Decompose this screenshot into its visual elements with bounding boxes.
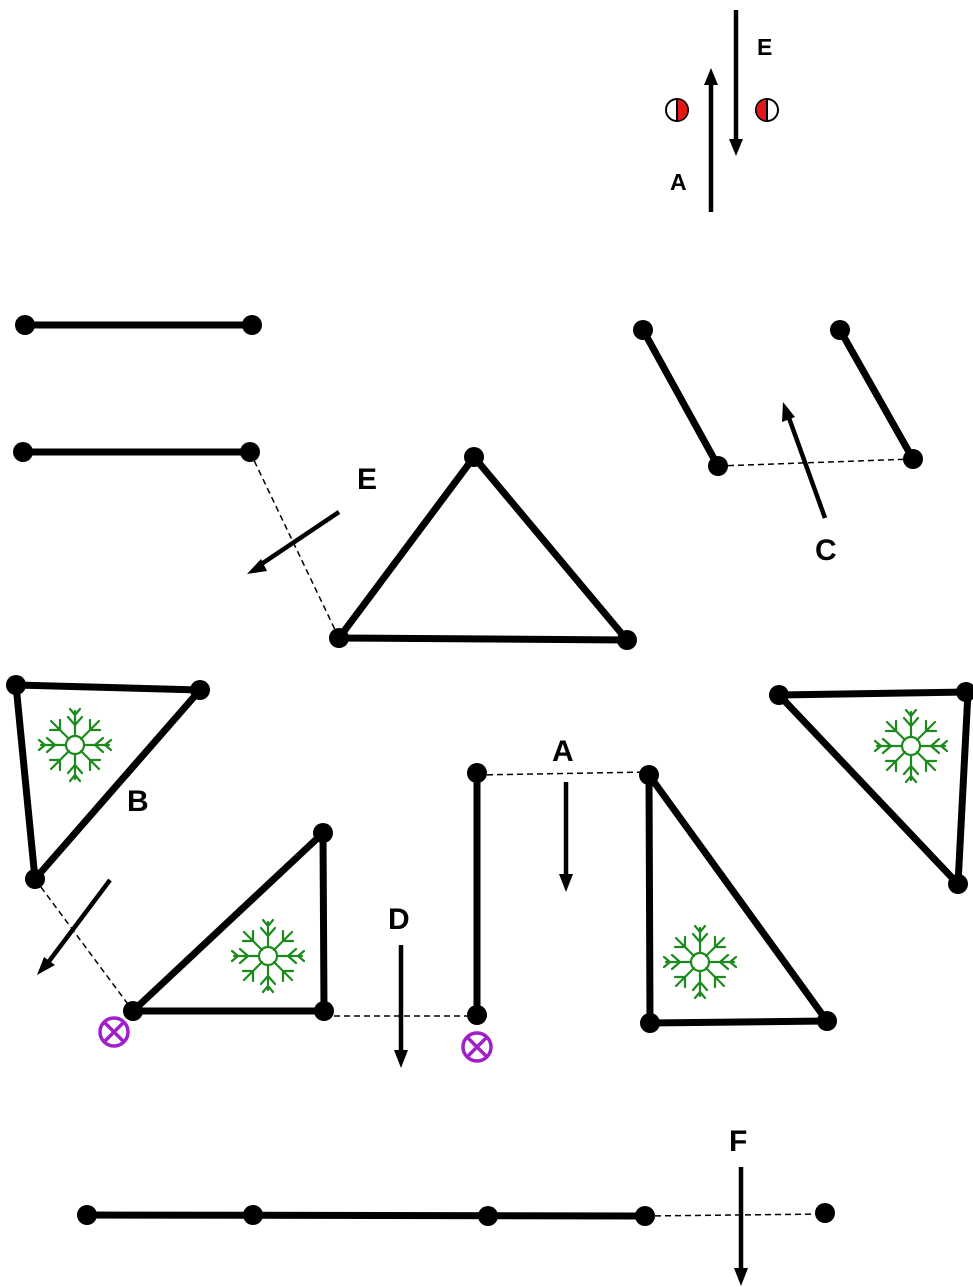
arrow-b: [37, 878, 112, 975]
legend-label-e: E: [757, 34, 772, 60]
tree-icon: [662, 924, 738, 1000]
label-a: A: [552, 735, 574, 768]
half-filled-circle-icon: [665, 98, 689, 122]
arrow-e: [247, 510, 341, 574]
dashed-link-b: [34, 878, 134, 1012]
triangle-left: [6, 675, 210, 889]
arrow-f: [734, 1167, 748, 1286]
tree-icon: [873, 708, 949, 784]
label-e: E: [357, 463, 377, 496]
label-b: B: [127, 785, 149, 818]
legend-arrow-up: [704, 68, 718, 212]
triangle-lower-left: [123, 823, 334, 1021]
arrow-a: [559, 782, 573, 892]
segment-top-left-2: [13, 442, 260, 462]
arrow-c: [782, 402, 828, 519]
triangle-right: [769, 682, 973, 894]
label-f: F: [729, 1125, 747, 1158]
tree-icon: [37, 707, 113, 783]
dashed-link-e: [249, 451, 340, 639]
segment-top-right-2: [830, 320, 923, 469]
legend-arrow-down: [729, 10, 743, 156]
label-d: D: [388, 903, 410, 936]
arrow-d: [394, 945, 408, 1068]
legend: A E: [665, 10, 779, 212]
label-c: C: [815, 534, 837, 567]
dashed-link-c: [717, 458, 914, 467]
crossed-circle-icon: [461, 1031, 493, 1063]
segment-top-right-1: [633, 320, 728, 476]
legend-label-a: A: [670, 169, 687, 195]
half-filled-circle-icon: [755, 98, 779, 122]
tree-icon: [230, 918, 306, 994]
dashed-link-a: [476, 771, 650, 776]
segment-top-left-1: [15, 315, 262, 335]
segment-bottom: [77, 1203, 835, 1226]
segment-center-vertical: [467, 763, 487, 1025]
crossed-circle-icon: [98, 1016, 130, 1048]
triangle-center-top: [329, 447, 637, 650]
dashed-link-f: [644, 1213, 826, 1217]
triangle-lower-right: [639, 765, 837, 1033]
